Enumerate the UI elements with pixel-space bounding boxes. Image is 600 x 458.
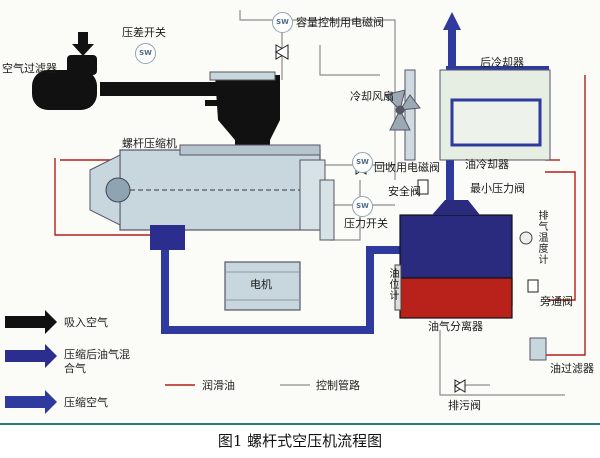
drive-coupling xyxy=(319,179,335,241)
legend-intake-label: 吸入空气 xyxy=(64,316,108,329)
diagram-canvas: SW SW SW SW 空气过滤器 压差开关 容量控制用电磁阀 后冷却器 冷却风… xyxy=(0,10,600,425)
cooler-unit xyxy=(404,69,551,161)
legend-mix-arrow xyxy=(5,344,57,368)
label-min-pressure-valve: 最小压力阀 xyxy=(470,182,525,195)
legend-mix-label: 压缩后油气混合气 xyxy=(64,348,130,375)
oil-filter-body xyxy=(529,337,547,361)
compressor-body xyxy=(89,144,326,250)
sw-badge-pressure-diff: SW xyxy=(135,43,156,64)
legend-air-arrow xyxy=(5,390,57,414)
label-bypass-valve: 旁通阀 xyxy=(540,295,573,308)
label-cooling-fan: 冷却风扇 xyxy=(350,90,394,103)
legend-arrows xyxy=(5,310,310,414)
label-oil-filter: 油过滤器 xyxy=(550,362,594,375)
label-after-cooler: 后冷却器 xyxy=(480,56,524,69)
legend-oil-label: 润滑油 xyxy=(202,379,235,392)
label-pressure-switch: 压力开关 xyxy=(344,217,388,230)
label-pressure-diff-switch: 压差开关 xyxy=(122,26,166,39)
label-oil-cooler: 油冷却器 xyxy=(465,158,509,171)
cooling-fan xyxy=(384,89,421,131)
sw-badge-recovery: SW xyxy=(352,152,373,173)
flow-diagram xyxy=(0,10,600,425)
legend-air-label: 压缩空气 xyxy=(64,396,108,409)
legend-intake-arrow xyxy=(5,310,57,334)
sw-badge-capacity: SW xyxy=(272,12,293,33)
label-capacity-valve: 容量控制用电磁阀 xyxy=(296,16,384,29)
label-exhaust-temp-gauge: 排气温度计 xyxy=(536,210,547,265)
label-safety-valve: 安全阀 xyxy=(388,185,421,198)
inlet-housing xyxy=(205,71,280,162)
motor-body xyxy=(224,261,301,311)
label-oil-separator: 油气分离器 xyxy=(428,320,483,333)
figure-caption: 图1 螺杆式空压机流程图 xyxy=(217,432,383,450)
label-oil-level-gauge: 油位计 xyxy=(387,268,398,301)
air-filter xyxy=(32,32,97,110)
sw-badge-pressure: SW xyxy=(352,196,373,217)
label-screw-compressor: 螺杆压缩机 xyxy=(122,137,177,150)
label-air-filter: 空气过滤器 xyxy=(2,62,57,75)
label-motor: 电机 xyxy=(250,278,272,291)
label-recovery-valve: 回收用电磁阀 xyxy=(374,161,440,174)
oil-separator-tank xyxy=(394,200,533,319)
legend-control-label: 控制管路 xyxy=(316,379,360,392)
label-drain-valve: 排污阀 xyxy=(448,399,481,412)
